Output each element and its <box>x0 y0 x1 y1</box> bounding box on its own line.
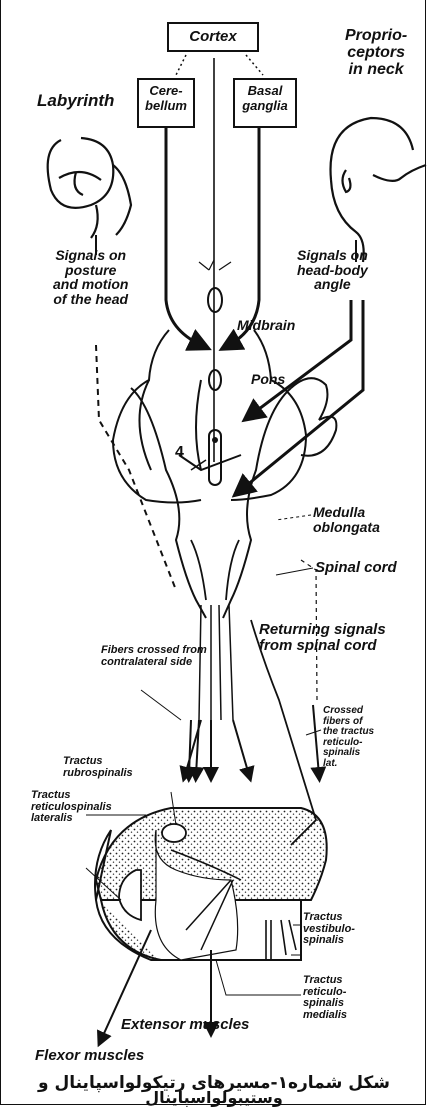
labyrinth-drawing <box>48 138 131 238</box>
label-tractus-rubrospinalis: Tractus rubrospinalis <box>63 756 133 779</box>
label-returning-signals: Returning signals from spinal cord <box>259 622 386 654</box>
label-marker: 4 <box>175 445 184 462</box>
cerebellum-path <box>166 128 201 345</box>
cortex-to-basal <box>246 55 263 75</box>
label-tractus-vestibulospinalis: Tractus vestibulo- spinalis <box>303 912 355 947</box>
label-tractus-reticulospinalis-medialis: Tractus reticulo- spinalis medialis <box>303 975 347 1021</box>
label-midbrain: Midbrain <box>237 318 295 333</box>
cortex-to-cerebellum <box>176 55 186 75</box>
label-pons: Pons <box>251 372 285 387</box>
label-fibers-crossed: Fibers crossed from contralateral side <box>101 645 207 668</box>
cerebellum-box: Cere- bellum <box>137 78 195 128</box>
label-proprioceptors: Proprio- ceptors in neck <box>345 28 407 78</box>
brainstem-drawing <box>113 330 336 618</box>
basal-path <box>229 128 259 345</box>
caption-line-2: وستیبولواسپاینال <box>1 1088 427 1107</box>
label-signals-posture: Signals on posture and motion of the hea… <box>53 248 128 307</box>
label-labyrinth: Labyrinth <box>37 92 114 110</box>
labyrinth-signal <box>96 345 176 590</box>
label-medulla: Medulla oblongata <box>313 505 380 534</box>
label-flexor-muscles: Flexor muscles <box>35 1048 144 1064</box>
cortex-box: Cortex <box>167 22 259 52</box>
basal-ganglia-box: Basal ganglia <box>233 78 297 128</box>
head-drawing <box>331 118 427 262</box>
label-signals-head-body: Signals on head-body angle <box>297 248 368 292</box>
label-extensor-muscles: Extensor muscles <box>121 1017 249 1033</box>
label-tractus-reticulospinalis-lateralis: Tractus reticulospinalis lateralis <box>31 790 112 825</box>
label-spinal-cord: Spinal cord <box>315 560 397 576</box>
spinal-cross-section <box>95 808 327 960</box>
label-crossed-fibers: Crossed fibers of the tractus reticulo- … <box>323 706 374 769</box>
